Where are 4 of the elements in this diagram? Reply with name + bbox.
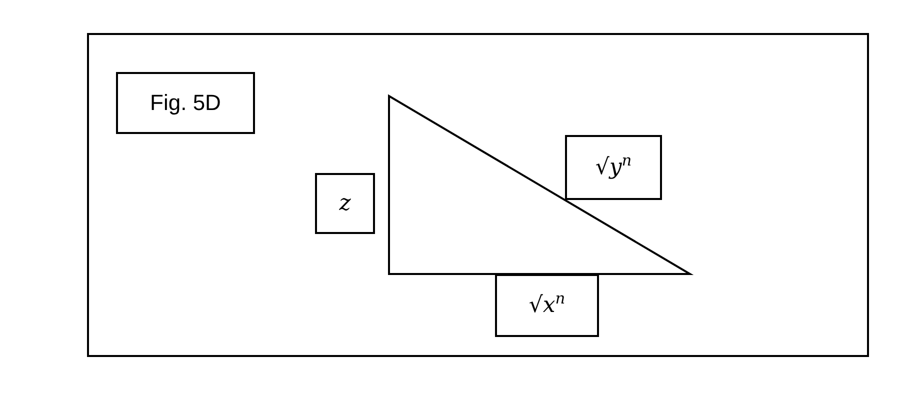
- figure-label: Fig. 5D: [116, 72, 255, 134]
- side-label: √y$^{n}$: [565, 135, 662, 200]
- side-label: √x$^{n}$: [495, 274, 599, 337]
- side-label: z: [315, 173, 375, 234]
